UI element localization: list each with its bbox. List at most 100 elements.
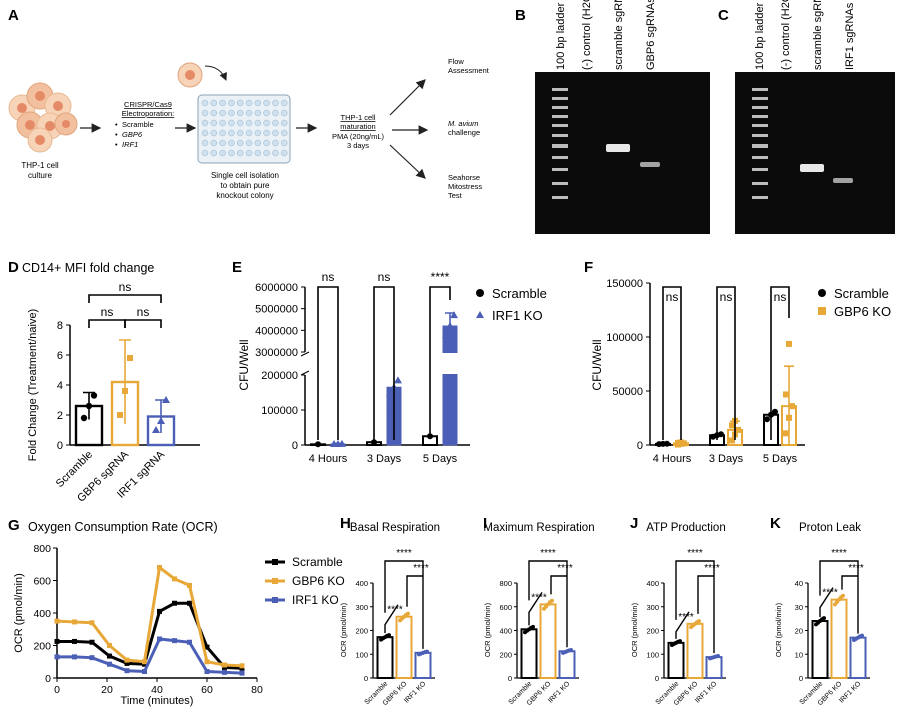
panel-letter-e: E (232, 259, 242, 276)
gel-c-image (735, 72, 895, 234)
x-tick-label: 3 Days (709, 453, 744, 465)
x-tick-label: 5 Days (763, 453, 798, 465)
legend-marker (272, 559, 278, 565)
data-point (127, 355, 133, 361)
y-tick-label: 200 (646, 627, 659, 636)
gel-b-image (535, 72, 710, 234)
data-point (89, 655, 95, 661)
x-tick-label: 20 (101, 684, 113, 696)
legend-label-scramble: Scramble (492, 286, 547, 301)
y-tick-label: 20 (795, 627, 803, 636)
data-point (85, 402, 93, 410)
y-tick-label: 100000 (606, 332, 643, 344)
gel-b: 100 bp ladder (-) control (H2O) scramble… (535, 0, 710, 234)
chart-e: 0100000200000300000040000005000000600000… (237, 270, 547, 465)
error-bar (119, 339, 131, 424)
gel-c: 100 bp ladder (-) control (H2O) scramble… (735, 0, 895, 234)
data-point (72, 638, 77, 644)
y-axis-label: OCR (pmol/min) (13, 573, 25, 652)
data-point (107, 661, 112, 667)
y-tick-label: 800 (499, 579, 512, 588)
data-point (124, 668, 130, 674)
sig-bracket (429, 286, 451, 438)
panel-letter-g: G (8, 517, 20, 534)
sig-bracket (716, 286, 736, 440)
data-point (157, 636, 162, 642)
bar (414, 651, 432, 680)
data-point (406, 611, 410, 616)
thp1-label: THP-1 cell (21, 161, 59, 170)
y-tick-label: 30 (795, 603, 803, 612)
data-point (786, 340, 792, 347)
sig-bracket (697, 575, 714, 614)
y-tick-label: 8 (57, 320, 63, 332)
data-point (450, 311, 458, 319)
data-point (157, 565, 162, 570)
data-point (664, 440, 670, 447)
y-tick-label: 300 (355, 603, 368, 612)
x-tick-label: 3 Days (367, 453, 402, 465)
data-point (72, 619, 77, 625)
crispr-item-irf1: IRF1 (122, 140, 138, 149)
data-point (239, 663, 245, 669)
y-tick-label: 400 (355, 579, 368, 588)
data-point (122, 388, 128, 394)
data-point (172, 576, 177, 582)
sig-label: **** (531, 592, 547, 603)
y-tick-label: 0 (637, 440, 643, 452)
data-point (338, 439, 346, 447)
bar (395, 615, 413, 679)
sig-bracket (819, 560, 859, 634)
sig-label: **** (831, 548, 847, 559)
legend-marker (272, 578, 278, 584)
sig-bracket (88, 319, 126, 328)
data-point (569, 647, 573, 652)
data-point (204, 669, 210, 674)
data-point (172, 600, 177, 606)
data-point (222, 662, 227, 668)
out-mav-2: challenge (448, 128, 480, 137)
data-point (157, 417, 165, 424)
data-point (162, 396, 170, 403)
data-point (735, 426, 741, 433)
mat-line4: 3 days (347, 141, 369, 150)
y-axis-label: OCR (pmol/min) (339, 602, 348, 657)
y-axis-label: Fold Change (Treatment/naive) (27, 309, 39, 461)
data-point (187, 582, 192, 588)
sig-label: ns (101, 305, 114, 319)
legend-label-scramble: Scramble (834, 286, 889, 301)
x-tick-label: IRF1 KO (547, 680, 572, 705)
sig-label: **** (431, 270, 450, 284)
data-point (386, 389, 394, 397)
sig-bracket (88, 294, 162, 303)
crispr-title: CRISPR/Cas9 (124, 100, 172, 109)
data-point (54, 654, 60, 660)
y-axis-label: OCR (pmol/min) (630, 602, 639, 657)
sig-bracket (841, 575, 858, 590)
data-point (425, 649, 429, 654)
mat-line2: maturation (340, 122, 375, 131)
y-tick-label: 600 (499, 603, 512, 612)
sig-bracket (528, 591, 543, 626)
legend-marker-scramble (818, 289, 826, 297)
sig-label: ns (119, 280, 132, 294)
x-tick-label: 60 (201, 684, 213, 696)
y-tick-label: 200 (499, 650, 512, 659)
panel-letter-k: K (770, 515, 781, 532)
sig-bracket (675, 560, 715, 654)
gel-b-lane-4: GBP6 sgRNAs (645, 0, 657, 70)
panel-letter-f: F (584, 259, 593, 276)
chart-title: Oxygen Consumption Rate (OCR) (28, 520, 218, 534)
y-tick-label: 10 (795, 650, 803, 659)
bar (520, 628, 538, 679)
crispr-item-gbp6: GBP6 (122, 130, 143, 139)
x-tick-label: 80 (251, 684, 263, 696)
sig-label: ns (378, 270, 391, 284)
bar (705, 656, 723, 679)
out-flow-1: Flow (448, 57, 464, 66)
chart-title: CD14+ MFI fold change (22, 261, 154, 275)
y-tick-label: 6000000 (255, 282, 298, 294)
data-point (550, 598, 554, 603)
y-tick-label: 100000 (261, 405, 298, 417)
